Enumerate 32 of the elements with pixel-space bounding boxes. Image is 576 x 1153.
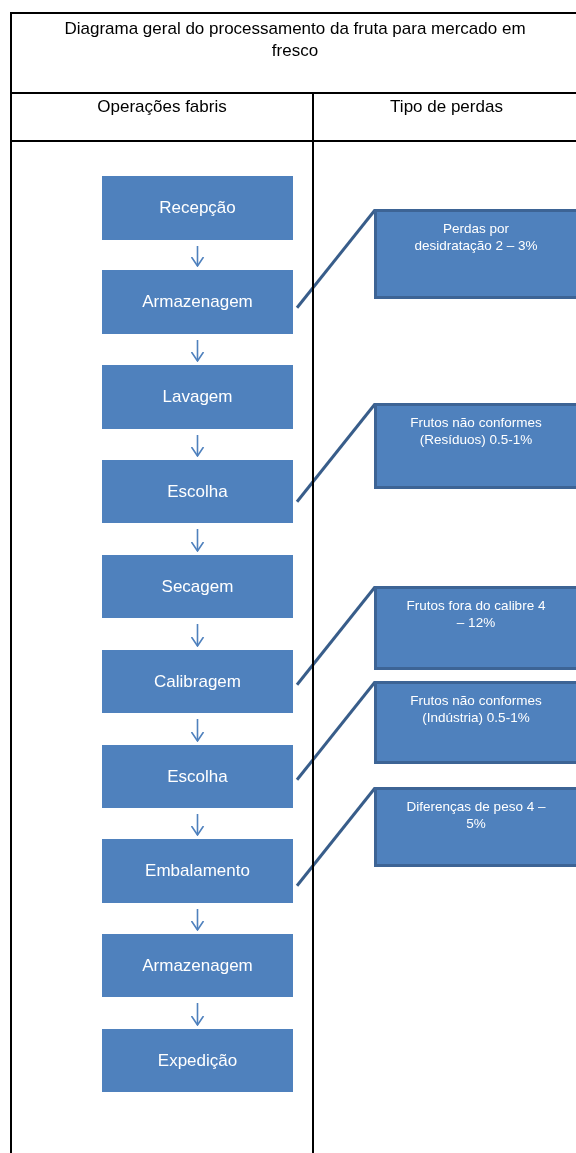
connector-line	[295, 681, 377, 781]
column-header: Tipo de perdas	[389, 96, 504, 118]
arrow	[190, 1002, 205, 1026]
arrow	[190, 623, 205, 647]
arrow	[190, 718, 205, 742]
loss-box: Frutos não conformes (Indústria) 0.5-1%	[374, 681, 576, 764]
connector-line	[295, 586, 377, 686]
loss-box: Diferenças de peso 4 – 5%	[374, 787, 576, 867]
loss-box: Frutos não conformes (Resíduos) 0.5-1%	[374, 403, 576, 489]
connector-line	[295, 403, 377, 503]
column-header: Operações fabris	[96, 96, 228, 118]
process-box: Lavagem	[102, 365, 293, 429]
table-title: Diagrama geral do processamento da fruta para mercado em fresco	[63, 18, 527, 62]
process-box: Calibragem	[102, 650, 293, 713]
arrow	[190, 245, 205, 267]
connector-line	[295, 787, 377, 887]
arrow	[190, 813, 205, 836]
arrow	[190, 339, 205, 362]
arrow	[190, 434, 205, 457]
arrow	[190, 908, 205, 931]
connector-line	[295, 209, 377, 309]
process-box: Armazenagem	[102, 270, 293, 334]
process-box: Escolha	[102, 460, 293, 523]
process-box: Expedição	[102, 1029, 293, 1092]
loss-box: Perdas por desidratação 2 – 3%	[374, 209, 576, 299]
process-box: Recepção	[102, 176, 293, 240]
process-box: Secagem	[102, 555, 293, 618]
arrow	[190, 528, 205, 552]
process-box: Armazenagem	[102, 934, 293, 997]
loss-box: Frutos fora do calibre 4 – 12%	[374, 586, 576, 670]
process-box: Escolha	[102, 745, 293, 808]
process-box: Embalamento	[102, 839, 293, 903]
